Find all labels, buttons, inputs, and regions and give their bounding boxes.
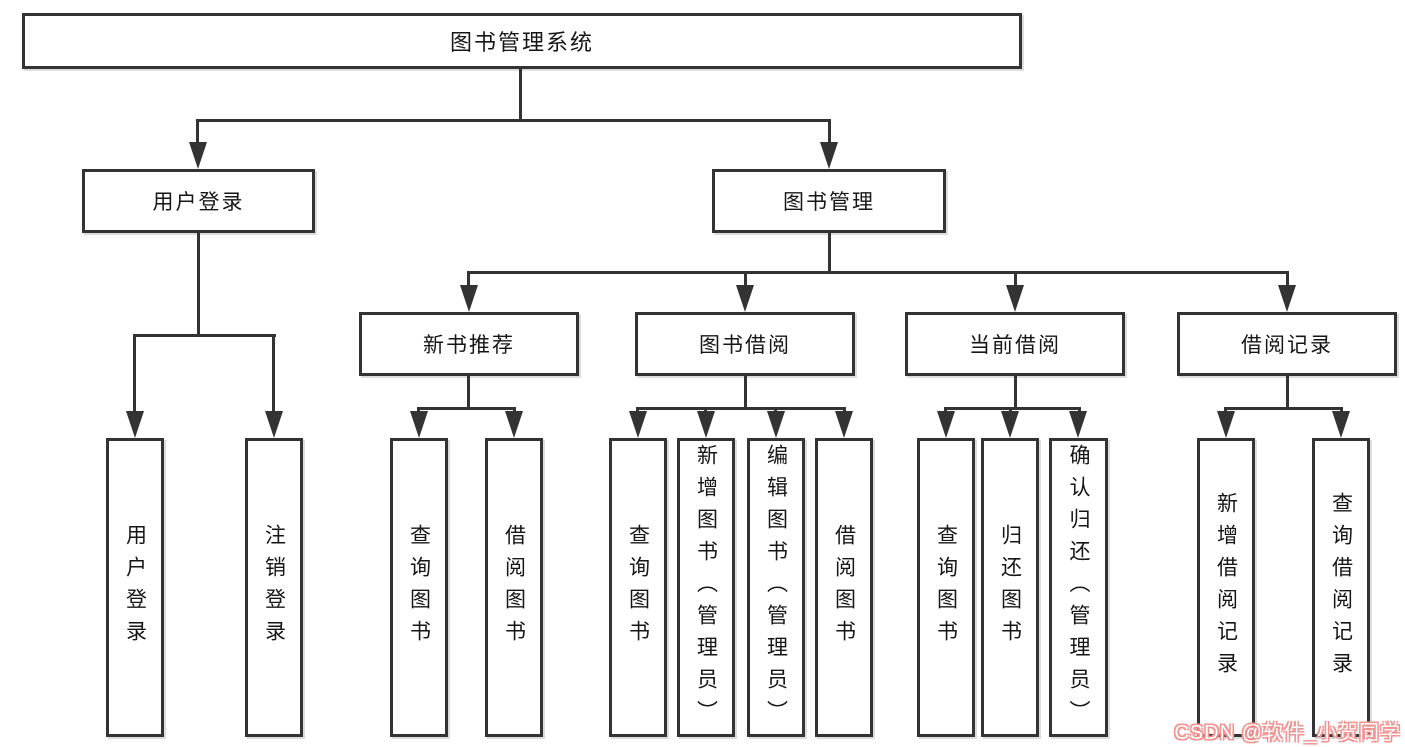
connector-line bbox=[196, 119, 199, 146]
connector-line bbox=[133, 334, 136, 414]
arrow-down-icon bbox=[126, 411, 144, 438]
connector-line bbox=[417, 407, 516, 410]
arrow-down-icon bbox=[1069, 411, 1087, 438]
node-label: 查询图书 bbox=[934, 523, 958, 652]
arrow-down-icon bbox=[460, 285, 478, 312]
node-label: 借阅图书 bbox=[502, 523, 526, 652]
arrow-down-icon bbox=[835, 411, 853, 438]
node-user-login: 用户登录 bbox=[82, 169, 315, 233]
csdn-watermark: CSDN @软件_小贺同学 bbox=[1174, 722, 1401, 744]
node-book-management: 图书管理 bbox=[712, 169, 946, 233]
leaf-current-confirm-return-admin: 确认归还（管理员） bbox=[1049, 438, 1108, 737]
arrow-down-icon bbox=[505, 411, 523, 438]
node-label: 借阅图书 bbox=[832, 523, 856, 652]
arrow-down-icon bbox=[736, 285, 754, 312]
arrow-down-icon bbox=[265, 411, 283, 438]
node-label: 查询借阅记录 bbox=[1329, 491, 1353, 684]
node-library-system: 图书管理系统 bbox=[22, 13, 1022, 69]
connector-line bbox=[133, 334, 276, 337]
node-label: 图书借阅 bbox=[699, 334, 791, 357]
connector-line bbox=[197, 233, 200, 337]
leaf-records-query-record: 查询借阅记录 bbox=[1312, 438, 1370, 737]
arrow-down-icon bbox=[767, 411, 785, 438]
node-label: 确认归还（管理员） bbox=[1067, 443, 1090, 732]
connector-line bbox=[1286, 376, 1289, 410]
leaf-current-query-books: 查询图书 bbox=[917, 438, 975, 737]
arrow-down-icon bbox=[937, 411, 955, 438]
leaf-borrow-borrow-books: 借阅图书 bbox=[815, 438, 873, 737]
arrow-down-icon bbox=[1001, 411, 1019, 438]
node-label: 编辑图书（管理员） bbox=[764, 443, 788, 732]
leaf-current-return-books: 归还图书 bbox=[981, 438, 1039, 737]
arrow-down-icon bbox=[1006, 285, 1024, 312]
connector-line bbox=[467, 271, 470, 288]
arrow-down-icon bbox=[820, 142, 838, 169]
node-label: 新增图书（管理员） bbox=[694, 443, 718, 732]
node-book-borrow: 图书借阅 bbox=[635, 312, 855, 376]
connector-line bbox=[828, 233, 831, 274]
arrow-down-icon bbox=[410, 411, 428, 438]
arrow-down-icon bbox=[189, 142, 207, 169]
arrow-down-icon bbox=[1332, 411, 1350, 438]
arrow-down-icon bbox=[629, 411, 647, 438]
node-label: 图书管理系统 bbox=[449, 30, 594, 55]
leaf-logout: 注销登录 bbox=[245, 438, 303, 737]
node-label: 查询图书 bbox=[626, 523, 650, 652]
connector-line bbox=[519, 69, 522, 122]
node-label: 用户登录 bbox=[152, 191, 245, 214]
node-label: 用户登录 bbox=[123, 523, 147, 652]
connector-line bbox=[744, 376, 747, 410]
arrow-down-icon bbox=[1278, 285, 1296, 312]
node-label: 注销登录 bbox=[262, 523, 286, 652]
connector-line bbox=[1014, 376, 1017, 410]
node-label: 新书推荐 bbox=[423, 334, 515, 357]
leaf-user-login: 用户登录 bbox=[106, 438, 164, 737]
node-label: 借阅记录 bbox=[1241, 334, 1333, 357]
connector-line bbox=[467, 376, 470, 410]
connector-line bbox=[828, 119, 831, 146]
connector-line bbox=[467, 271, 1289, 274]
leaf-borrow-add-books-admin: 新增图书（管理员） bbox=[677, 438, 735, 737]
node-label: 当前借阅 bbox=[969, 334, 1061, 357]
leaf-records-add-record: 新增借阅记录 bbox=[1197, 438, 1255, 737]
connector-line bbox=[744, 271, 747, 288]
leaf-borrow-edit-books-admin: 编辑图书（管理员） bbox=[747, 438, 805, 737]
arrow-down-icon bbox=[697, 411, 715, 438]
connector-line bbox=[1286, 271, 1289, 288]
arrow-down-icon bbox=[1217, 411, 1235, 438]
connector-line bbox=[1224, 407, 1343, 410]
leaf-newbook-borrow-books: 借阅图书 bbox=[485, 438, 543, 737]
connector-line bbox=[636, 407, 846, 410]
connector-line bbox=[196, 119, 831, 122]
connector-line bbox=[1014, 271, 1017, 288]
node-current-borrow: 当前借阅 bbox=[905, 312, 1125, 376]
leaf-newbook-query-books: 查询图书 bbox=[390, 438, 448, 737]
connector-line bbox=[272, 334, 275, 414]
node-new-book-recommend: 新书推荐 bbox=[359, 312, 579, 376]
node-label: 查询图书 bbox=[407, 523, 431, 652]
node-label: 新增借阅记录 bbox=[1214, 491, 1238, 684]
node-label: 图书管理 bbox=[783, 191, 875, 214]
connector-line bbox=[944, 407, 1081, 410]
leaf-borrow-query-books: 查询图书 bbox=[609, 438, 667, 737]
node-label: 归还图书 bbox=[998, 523, 1022, 652]
node-borrow-records: 借阅记录 bbox=[1177, 312, 1397, 376]
